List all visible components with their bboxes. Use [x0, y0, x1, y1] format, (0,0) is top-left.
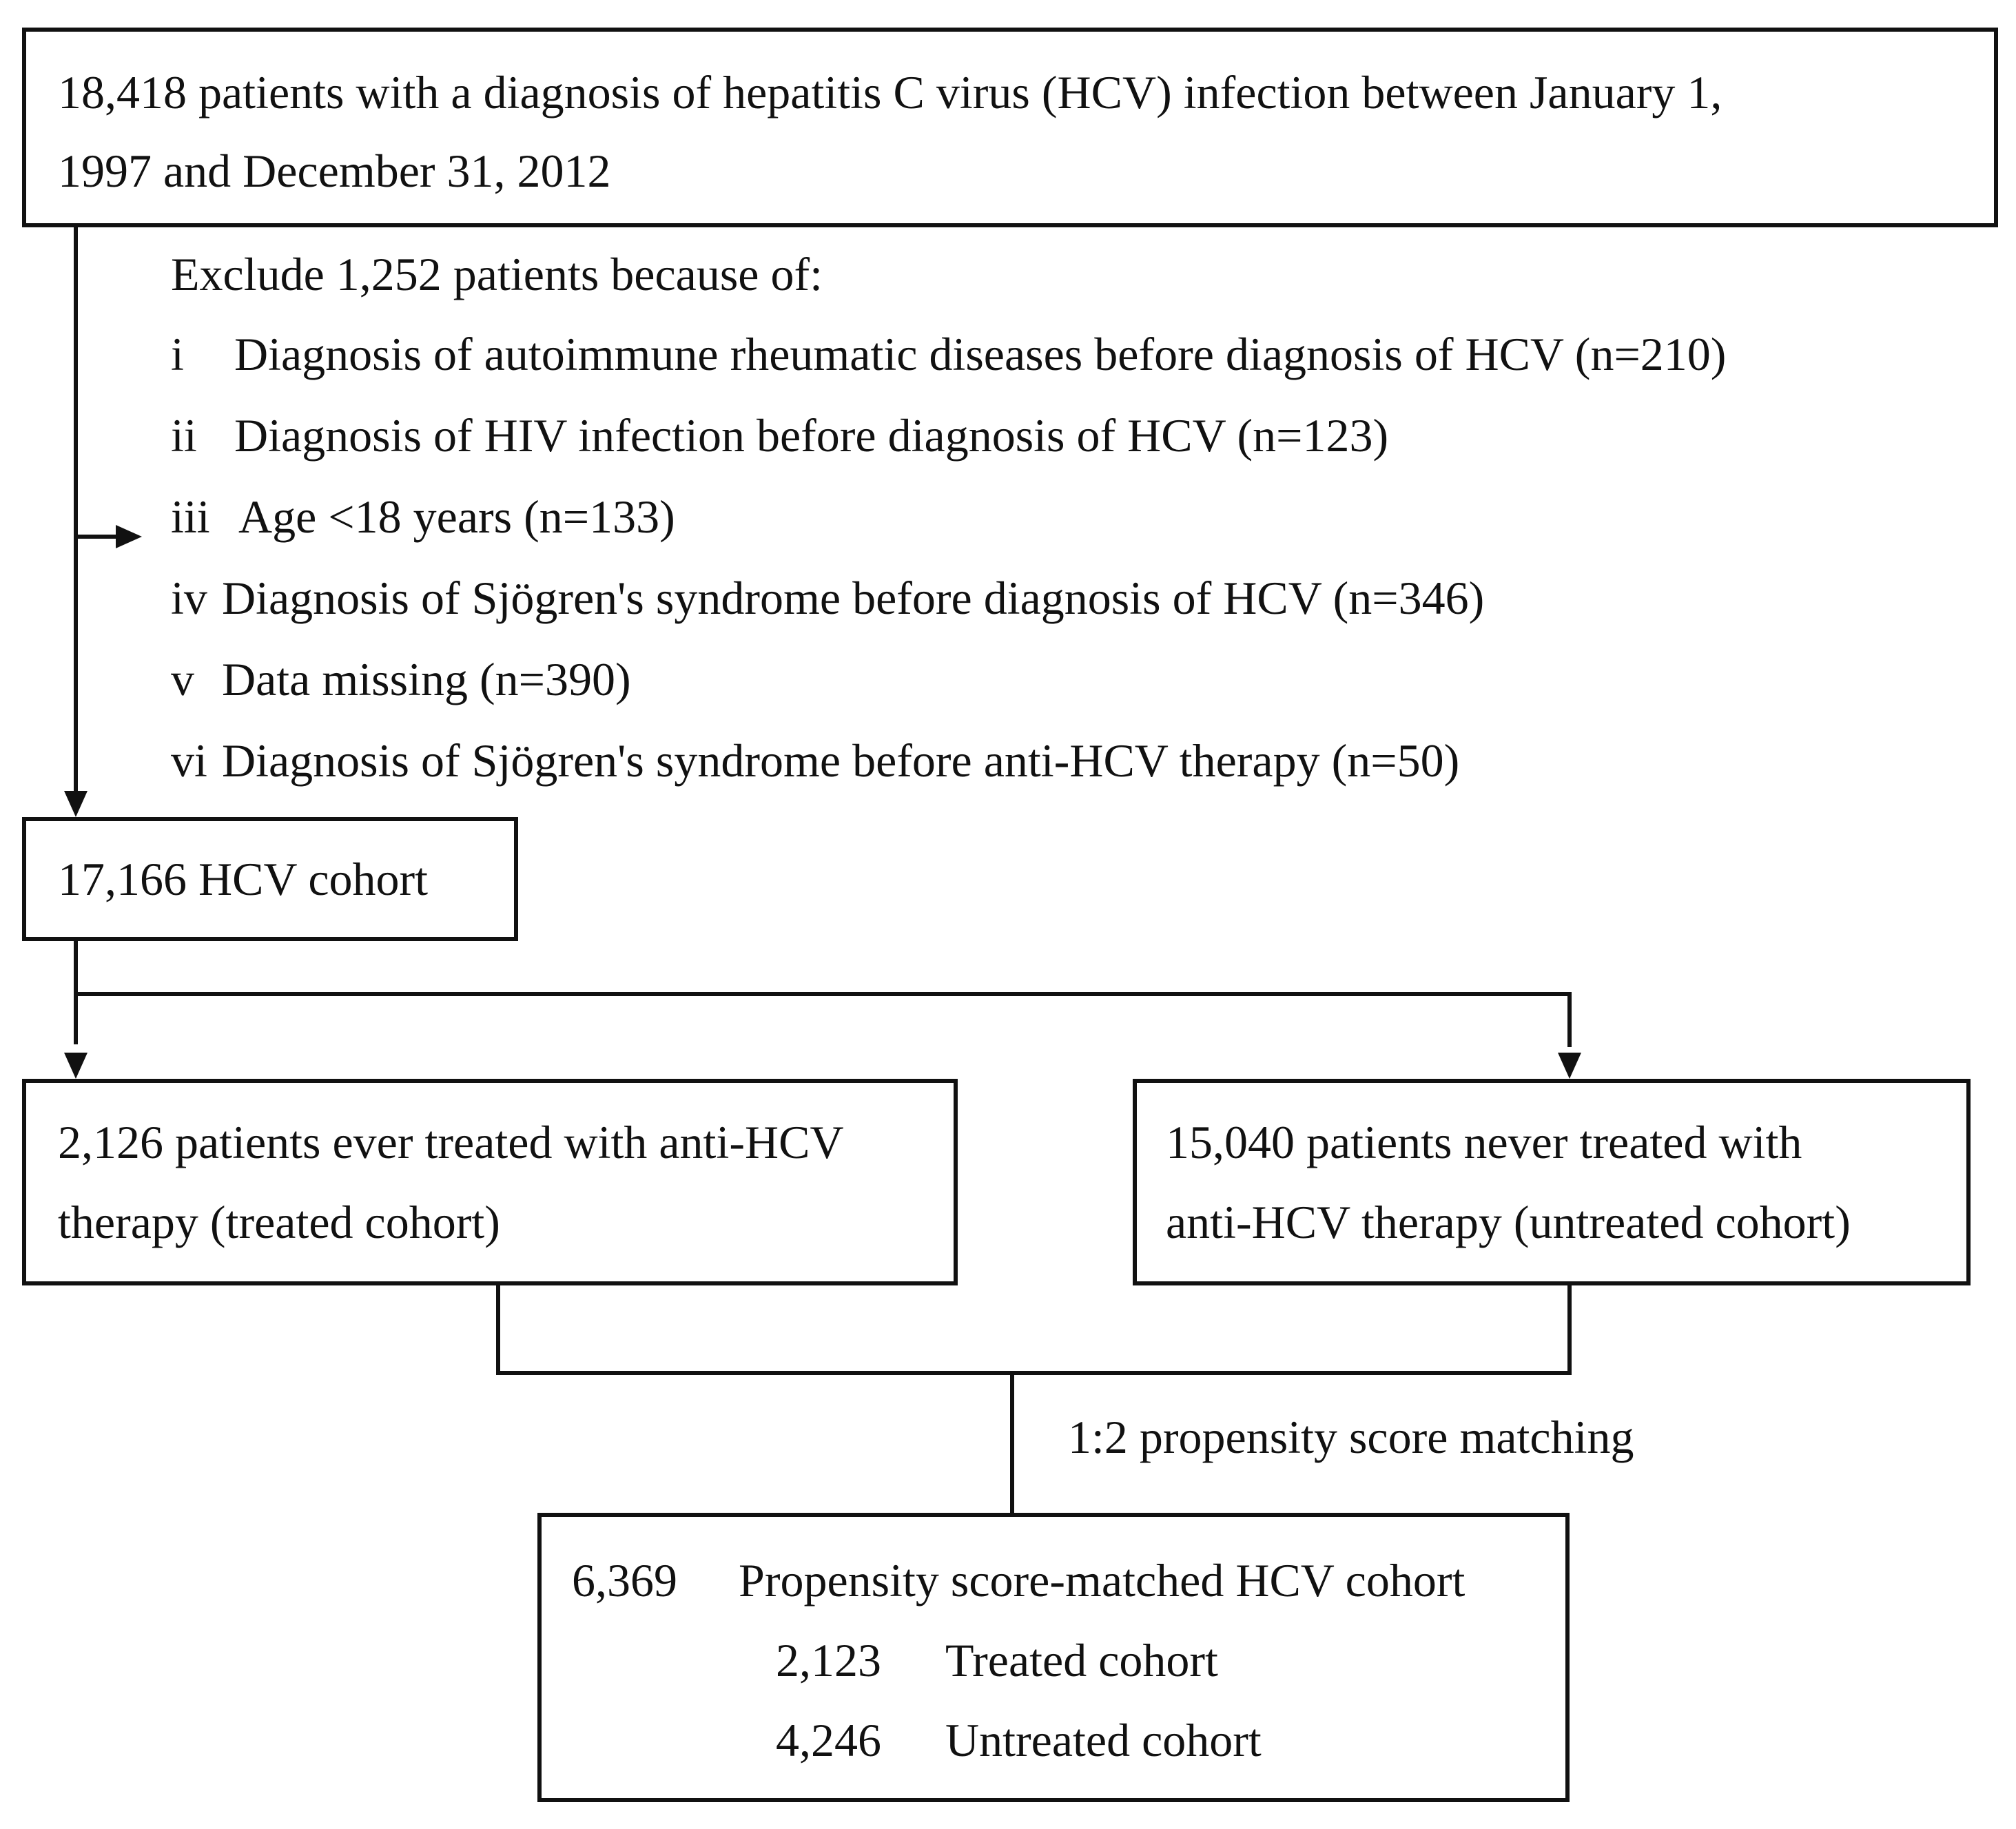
- exclusion-item-number: iii: [171, 490, 210, 543]
- exclusion-item-number: ii: [171, 409, 197, 462]
- exclusion-item-number: i: [171, 328, 184, 380]
- matched-cohort-box: [537, 1513, 1570, 1802]
- treated-arrowhead: [64, 1053, 88, 1079]
- split-horizontal-line: [74, 992, 1572, 996]
- exclusion-item-number: v: [171, 653, 194, 705]
- initial-population-box: [22, 28, 1998, 227]
- treated-line2: therapy (treated cohort): [58, 1196, 500, 1248]
- untreated-box: [1133, 1079, 1971, 1285]
- exclusion-item-number: vi: [171, 734, 207, 787]
- hcv-cohort-label: 17,166 HCV cohort: [58, 853, 429, 905]
- matched-row-label: Treated cohort: [945, 1634, 1218, 1686]
- exclusion-item-text: Diagnosis of autoimmune rheumatic diseas…: [234, 328, 1727, 380]
- exclusion-item-text: Diagnosis of HIV infection before diagno…: [234, 409, 1389, 462]
- exclusion-header: Exclude 1,252 patients because of:: [171, 248, 823, 300]
- merge-horizontal-line: [496, 1371, 1572, 1375]
- initial-population-line1: 18,418 patients with a diagnosis of hepa…: [58, 66, 1722, 118]
- exclusion-item-text: Data missing (n=390): [222, 653, 631, 705]
- untreated-merge-line: [1567, 1285, 1572, 1375]
- matched-total-number: 6,369: [572, 1554, 677, 1606]
- main-connector-line: [74, 227, 78, 799]
- hcv-cohort-box: [22, 817, 518, 941]
- cohort-arrowhead: [64, 791, 88, 817]
- exclusion-item-number: iv: [171, 572, 207, 624]
- matching-stem-line: [1010, 1371, 1014, 1516]
- matched-row-number: 4,246: [776, 1714, 881, 1766]
- matched-row-label: Untreated cohort: [945, 1714, 1262, 1766]
- exclusion-item-text: Age <18 years (n=133): [238, 490, 675, 543]
- treated-box: [22, 1079, 958, 1285]
- treated-merge-line: [496, 1285, 500, 1375]
- untreated-arrowhead: [1558, 1053, 1581, 1079]
- exclusion-branch-line: [74, 535, 137, 539]
- matched-total-label: Propensity score-matched HCV cohort: [739, 1554, 1465, 1606]
- exclusion-item-text: Diagnosis of Sjögren's syndrome before a…: [222, 734, 1460, 787]
- initial-population-line2: 1997 and December 31, 2012: [58, 145, 611, 197]
- untreated-drop-line: [1567, 992, 1572, 1047]
- untreated-line2: anti-HCV therapy (untreated cohort): [1166, 1196, 1851, 1248]
- treated-line1: 2,126 patients ever treated with anti-HC…: [58, 1116, 844, 1168]
- untreated-line1: 15,040 patients never treated with: [1166, 1116, 1802, 1168]
- exclusion-item-text: Diagnosis of Sjögren's syndrome before d…: [222, 572, 1485, 624]
- matched-row-number: 2,123: [776, 1634, 881, 1686]
- exclusion-arrowhead: [116, 525, 142, 548]
- matching-label: 1:2 propensity score matching: [1068, 1411, 1634, 1463]
